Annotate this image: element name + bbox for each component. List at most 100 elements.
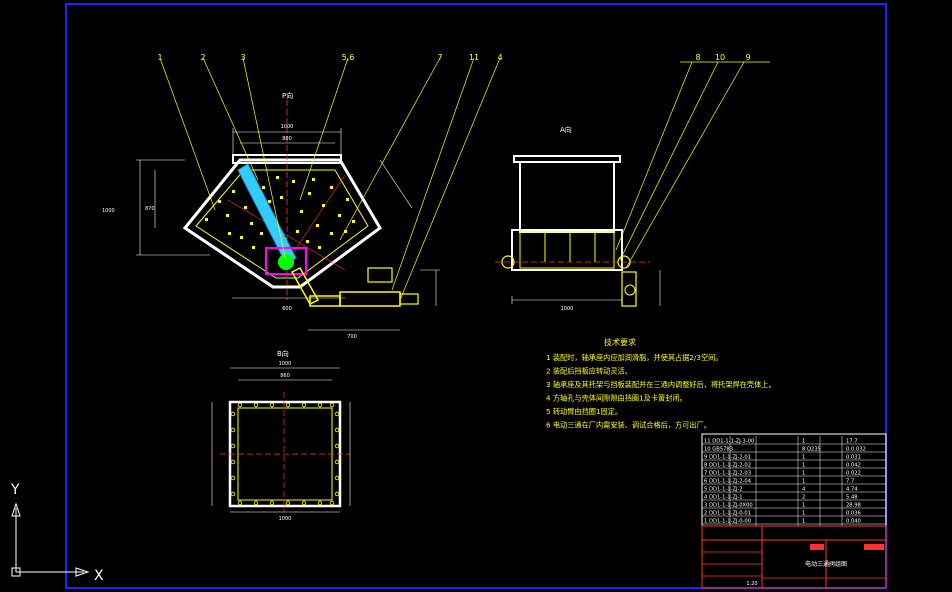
balloon-label: 4 xyxy=(497,53,502,62)
hatch-dot xyxy=(316,224,319,227)
bolt-hole xyxy=(269,402,275,408)
balloon-label: 11 xyxy=(469,53,479,62)
dim-actuator: 700 xyxy=(347,334,357,340)
bom-qty: 1 xyxy=(802,455,805,461)
bolt-hole xyxy=(230,459,236,465)
title-mark-2 xyxy=(864,544,884,550)
bolt-hole xyxy=(301,500,307,506)
bolt-hole xyxy=(230,475,236,481)
fill-hatch-dots xyxy=(205,176,355,249)
ucs-axis-icon: Y X xyxy=(10,482,104,584)
note-item: 5 转动臂由挡圈1固定。 xyxy=(546,407,622,416)
hatch-dot xyxy=(352,220,355,223)
bom-mass: 28.98 xyxy=(846,503,861,509)
note-item: 1 装配时，轴承座内应加润滑脂，并使其占据2/3空间。 xyxy=(546,353,723,362)
side-inner-box xyxy=(519,231,615,269)
bom-mass: 0.040 xyxy=(846,519,861,525)
side-bearing-right xyxy=(617,255,631,269)
front-view[interactable]: 1000 800 870 1000 600 700 P向 xyxy=(102,57,501,340)
bom-qty: 4 xyxy=(802,487,806,493)
dim-bottom: 600 xyxy=(282,306,292,312)
bolt-hole xyxy=(230,411,236,417)
drawing-scale: 1:20 xyxy=(746,581,757,587)
balloon-label: 5,6 xyxy=(342,53,355,62)
bolt-hole xyxy=(329,402,335,408)
dim-total-height: 1000 xyxy=(102,208,115,214)
bom-qty: 1 xyxy=(802,471,805,477)
front-leader-lines xyxy=(159,57,501,301)
technical-notes: 技术要求 1 装配时，轴承座内应加润滑脂，并使其占据2/3空间。2 装配后挡板应… xyxy=(546,337,776,430)
bom-qty: 8 Q235 xyxy=(802,447,821,453)
bolt-hole xyxy=(269,500,275,506)
bom-qty: 1 xyxy=(802,439,805,445)
bolt-hole xyxy=(237,402,243,408)
bom-code: 3 DD1-1-1-ZJ-0X00 xyxy=(704,503,753,509)
balloon-label: 3 xyxy=(240,53,245,62)
ucs-y-label: Y xyxy=(10,482,20,498)
electric-actuator[interactable] xyxy=(339,291,401,307)
bom-mass: 5.48 xyxy=(846,495,858,501)
bom-code: 7 DD1-1-1-ZJ-2-03 xyxy=(704,471,751,477)
flap-line-1 xyxy=(227,199,346,271)
bolt-hole xyxy=(334,427,340,433)
bom-qty: 1 xyxy=(802,519,805,525)
bom-qty: 1 xyxy=(802,503,805,509)
bom-mass: 0.022 xyxy=(846,471,861,477)
bolt-hole xyxy=(301,402,307,408)
hatch-dot xyxy=(250,222,253,225)
balloon-label: 1 xyxy=(157,53,162,62)
bolt-hole xyxy=(230,443,236,449)
bolt-hole xyxy=(334,443,340,449)
hatch-dot xyxy=(218,200,221,203)
hatch-dot xyxy=(322,204,325,207)
bom-code: 1 DD1-1-1-ZJ-0-00 xyxy=(704,519,751,525)
hopper-outline xyxy=(182,158,382,289)
view-label-a: A向 xyxy=(560,125,572,134)
balloon-label: 2 xyxy=(200,53,205,62)
side-actuator xyxy=(621,271,637,307)
bolt-hole xyxy=(253,402,259,408)
hatch-dot xyxy=(330,232,333,235)
hatch-dot xyxy=(240,236,243,239)
side-bearing-left xyxy=(501,255,515,269)
side-view-a[interactable]: A向 1000 xyxy=(495,61,770,312)
bolt-hole xyxy=(329,500,335,506)
hatch-dot xyxy=(262,186,265,189)
hatch-dot xyxy=(312,178,315,181)
view-b[interactable]: B向 1000 860 1000 xyxy=(211,349,351,522)
bearing-housing[interactable] xyxy=(265,247,307,275)
view-label-p: P向 xyxy=(282,91,293,100)
hatch-dot xyxy=(318,246,321,249)
bom-qty: 1 xyxy=(802,463,805,469)
bom-code: 8 DD1-1-1-ZJ-2-02 xyxy=(704,463,751,469)
drawing-title: 电动三通阀组图 xyxy=(805,560,847,568)
bom-qty: 2 xyxy=(802,495,805,501)
note-item: 6 电动三通在厂内需安装、调试合格后，方可出厂。 xyxy=(546,421,711,430)
bolt-hole xyxy=(285,500,291,506)
balloon-label: 10 xyxy=(715,53,725,62)
actuator-arm xyxy=(290,267,320,305)
side-actuator-knob xyxy=(624,284,636,296)
bolt-hole xyxy=(334,459,340,465)
balloon-label: 7 xyxy=(437,53,442,62)
bolt-hole xyxy=(237,500,243,506)
bom-code: 5 DD1-1-1-ZJ-2 xyxy=(704,487,743,493)
hatch-dot xyxy=(308,192,311,195)
hatch-dot xyxy=(306,240,309,243)
dim-b-inner: 860 xyxy=(280,373,290,379)
balloon-label: 8 xyxy=(695,53,700,62)
front-dimensions xyxy=(136,128,440,331)
side-body xyxy=(519,161,615,233)
view-label-b: B向 xyxy=(277,349,289,358)
notes-heading: 技术要求 xyxy=(604,337,636,347)
bolt-hole xyxy=(317,500,323,506)
bom-mass: 0.0.032 xyxy=(846,447,866,453)
dim-side-width: 1000 xyxy=(561,306,574,312)
view-b-bolt-holes xyxy=(230,402,340,506)
hatch-dot xyxy=(268,200,271,203)
bom-code: 9 DD1-1-1-ZJ-2-01 xyxy=(704,455,751,461)
